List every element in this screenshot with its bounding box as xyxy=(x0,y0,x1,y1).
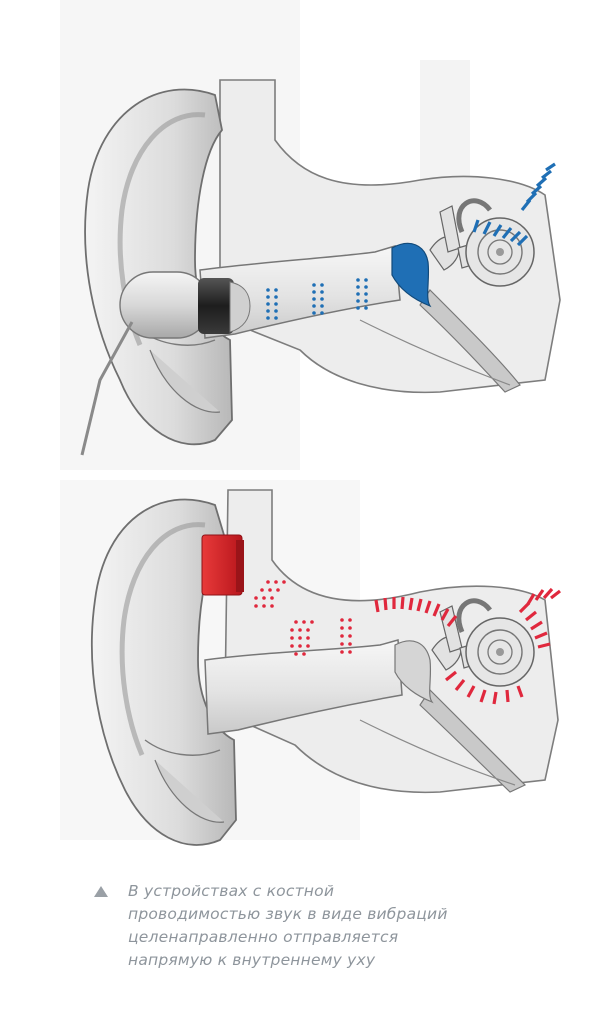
outer-ear xyxy=(90,498,237,846)
caption-line: В устройствах с костной xyxy=(128,882,335,900)
in-ear-earphone xyxy=(80,271,251,456)
caption-triangle-icon xyxy=(94,886,108,897)
cochlea xyxy=(465,617,535,687)
panel-air-conduction xyxy=(80,79,561,456)
sound-wave-dots-blue xyxy=(266,278,368,320)
eardrum xyxy=(394,640,434,704)
caption-line: проводимостью звук в виде вибраций xyxy=(128,905,448,923)
caption-text: В устройствах с костной проводимостью зв… xyxy=(128,880,448,972)
dot-column xyxy=(340,618,352,654)
semicircular-canal xyxy=(456,198,492,234)
earphone-cable xyxy=(80,321,134,456)
dot-column xyxy=(254,580,286,608)
dot-column xyxy=(266,288,278,320)
eustachian-tube xyxy=(419,689,527,793)
eardrum xyxy=(391,242,432,308)
bone-conduction-pad xyxy=(201,534,244,596)
dot-column xyxy=(356,278,368,310)
vibration-marks-red xyxy=(374,587,561,705)
panel-bone-conduction xyxy=(90,489,561,846)
caption-line: напрямую к внутреннему уху xyxy=(128,951,376,969)
vibration-marks-blue xyxy=(472,162,556,247)
caption-line: целенаправленно отправляется xyxy=(128,928,399,946)
figure-caption: В устройствах с костной проводимостью зв… xyxy=(94,880,514,972)
outer-ear xyxy=(84,88,233,446)
sound-wave-dots-red xyxy=(254,580,352,656)
eustachian-tube xyxy=(419,289,521,393)
dot-column xyxy=(312,283,324,315)
semicircular-canal xyxy=(456,598,492,634)
dot-column xyxy=(290,620,314,656)
